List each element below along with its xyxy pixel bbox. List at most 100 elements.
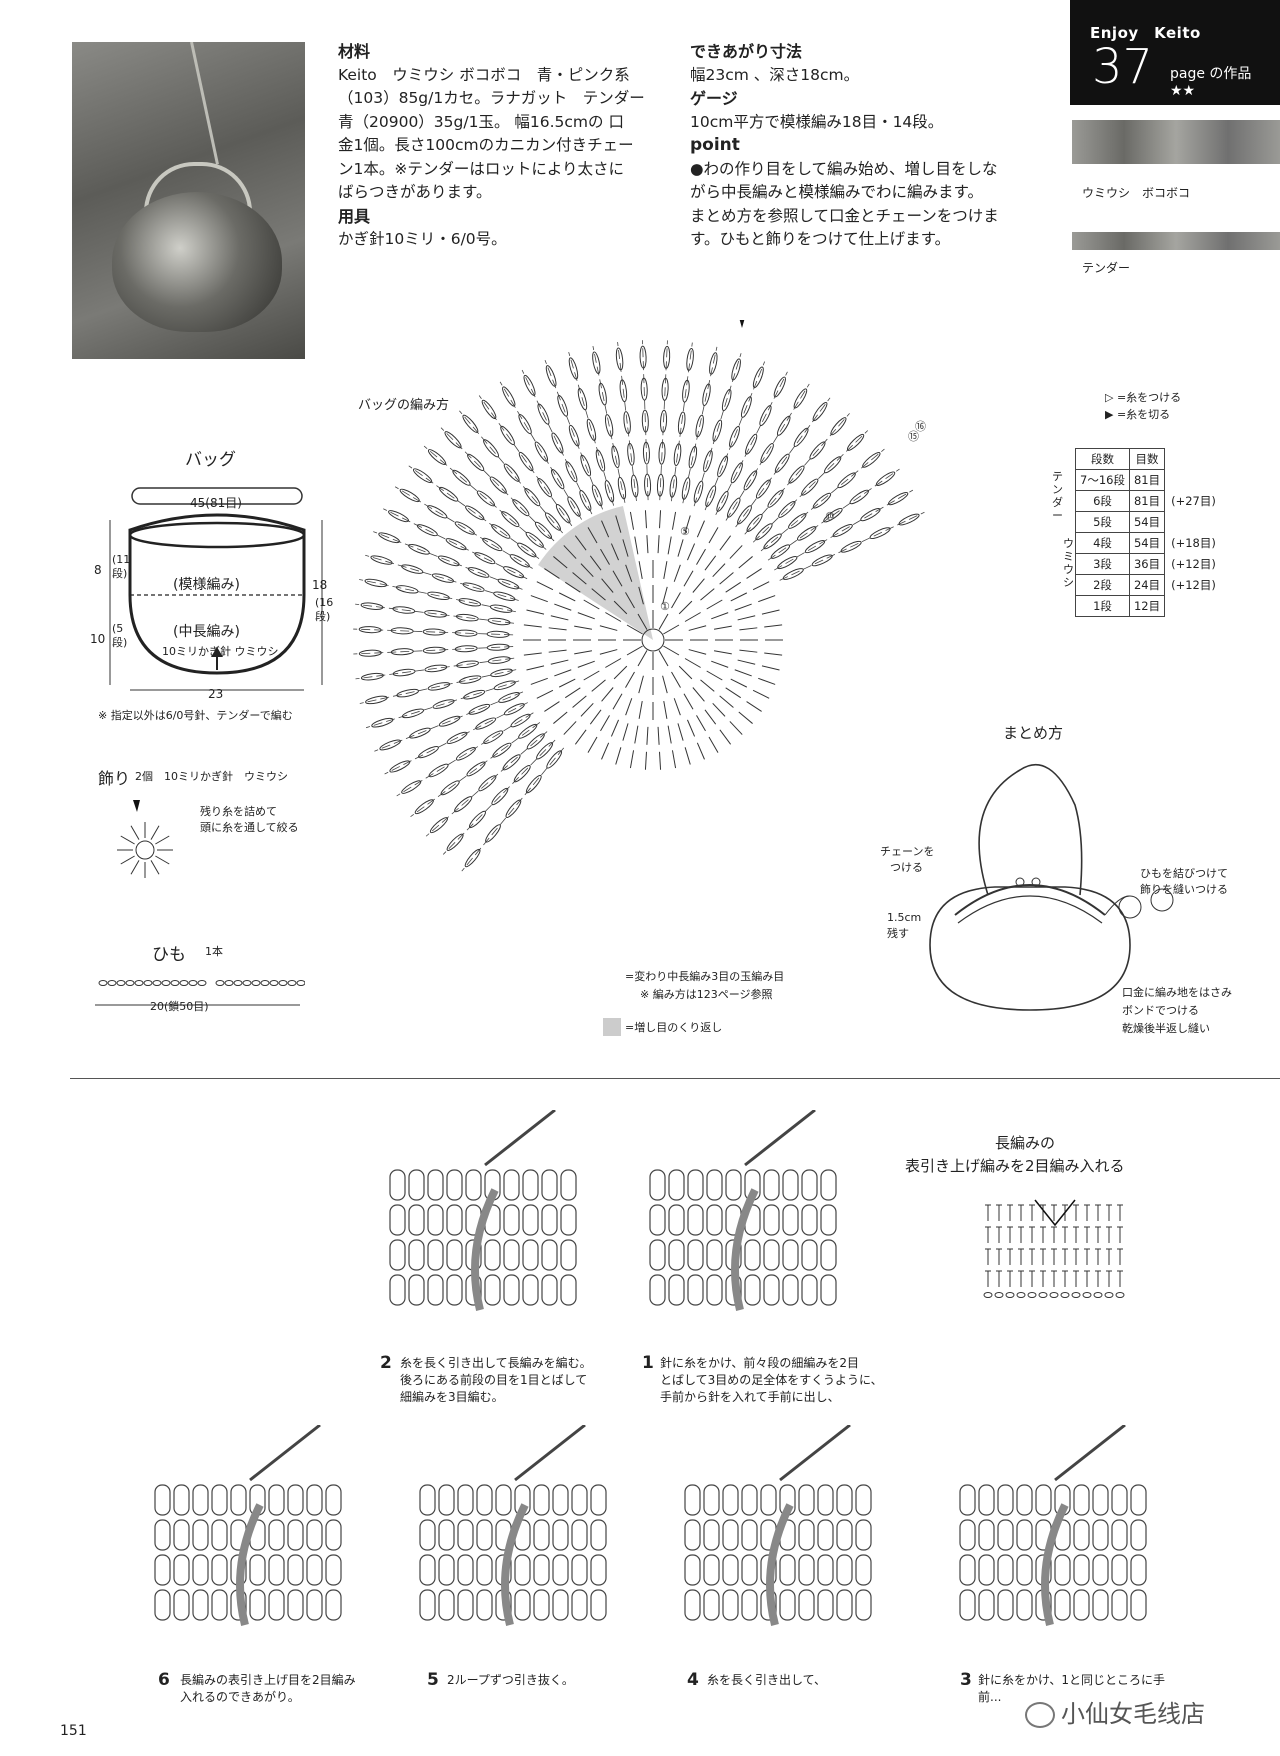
round-label: ⑩ bbox=[825, 510, 835, 523]
hdc-stitch bbox=[677, 723, 684, 741]
fabric-stitch bbox=[741, 1554, 758, 1586]
hdc-stitch bbox=[625, 564, 633, 582]
fabric-stitch bbox=[438, 1554, 455, 1586]
fabric-stitch bbox=[706, 1239, 723, 1271]
hdc-stitch bbox=[523, 624, 542, 628]
fabric-stitch bbox=[287, 1589, 304, 1621]
chain-stitch bbox=[242, 980, 252, 986]
puff-stitch bbox=[427, 505, 448, 519]
hdc-stitch bbox=[526, 609, 545, 615]
fabric-stitch bbox=[801, 1274, 818, 1306]
fabric-stitch bbox=[427, 1274, 444, 1306]
puff-stitch bbox=[490, 668, 513, 678]
fabric-stitch bbox=[408, 1239, 425, 1271]
puff-stitch bbox=[399, 488, 420, 503]
pattern-column bbox=[383, 508, 528, 580]
fabric-stitch bbox=[820, 1169, 837, 1201]
finishing-diagram bbox=[929, 763, 1174, 1011]
bag-pattern-label: (模様編み) bbox=[173, 577, 240, 593]
puff-stitch bbox=[595, 449, 606, 472]
bag-bottom-width: 23 bbox=[208, 687, 224, 701]
legend-attach: ▷ =糸をつける bbox=[1105, 391, 1182, 404]
hdc-stitch bbox=[577, 660, 595, 668]
chain-stitch bbox=[296, 980, 305, 986]
fabric-stitch bbox=[1130, 1554, 1147, 1586]
fabric-stitch bbox=[325, 1519, 342, 1551]
hdc-stitch bbox=[686, 543, 696, 561]
dim-11-rows: (11段) bbox=[112, 553, 131, 580]
puff-stitch bbox=[717, 455, 729, 478]
fabric-stitch bbox=[446, 1239, 463, 1271]
puff-stitch bbox=[788, 513, 807, 529]
puff-stitch bbox=[788, 465, 805, 484]
fabric-stitch bbox=[722, 1519, 739, 1551]
watermark: 小仙女毛线店 bbox=[1025, 1694, 1205, 1729]
hdc-stitch bbox=[574, 729, 587, 745]
point-line: まとめ方を参照して口金とチェーンをつけま bbox=[690, 206, 999, 225]
pattern-column bbox=[365, 554, 519, 601]
fabric-stitch bbox=[522, 1239, 539, 1271]
puff-stitch bbox=[702, 383, 711, 407]
puff-stitch bbox=[740, 396, 752, 418]
pattern-column bbox=[440, 427, 555, 542]
hdc-stitch bbox=[734, 603, 752, 611]
puff-stitch bbox=[438, 715, 461, 727]
puff-stitch bbox=[778, 500, 796, 518]
hdc-stitch bbox=[663, 624, 680, 635]
fabric-stitch bbox=[408, 1169, 425, 1201]
puff-stitch bbox=[760, 443, 774, 464]
fabric-stitch bbox=[1054, 1554, 1071, 1586]
fabric-stitch bbox=[571, 1589, 588, 1621]
photo-bag bbox=[112, 192, 282, 332]
fabric-stitch bbox=[465, 1169, 482, 1201]
fabric-stitch bbox=[389, 1204, 406, 1236]
materials-line: ン1本。※テンダーはロットにより太さに bbox=[338, 159, 625, 178]
fabric-stitch bbox=[541, 1169, 558, 1201]
hdc-stitch bbox=[704, 555, 717, 571]
puff-stitch bbox=[592, 351, 601, 375]
cord-count: 1本 bbox=[205, 945, 223, 958]
fabric-stitch bbox=[703, 1519, 720, 1551]
step-1-caption: 針に糸をかけ、前々段の細編みを2目 とばして3目めの足全体をすくうように、 手前… bbox=[660, 1355, 883, 1406]
hdc-stitch bbox=[638, 675, 644, 694]
puff-stitch bbox=[518, 723, 538, 739]
puff-stitch bbox=[642, 441, 650, 465]
deco-stitch bbox=[150, 825, 160, 840]
fabric-stitch bbox=[389, 1274, 406, 1306]
hdc-stitch bbox=[526, 665, 545, 671]
cord-length: 20(鎖50目) bbox=[150, 1000, 209, 1013]
hdc-stitch bbox=[646, 726, 649, 745]
fabric-stitch bbox=[1092, 1484, 1109, 1516]
tools-title: 用具 bbox=[338, 206, 371, 226]
fabric-stitch bbox=[1016, 1519, 1033, 1551]
puff-stitch bbox=[604, 480, 615, 503]
hdc-stitch bbox=[659, 510, 662, 529]
finish-chain-2: つける bbox=[890, 861, 923, 874]
fabric-stitch bbox=[997, 1519, 1014, 1551]
fabric-stitch bbox=[571, 1554, 588, 1586]
size-title: できあがり寸法 bbox=[690, 42, 803, 61]
fabric-stitch bbox=[820, 1239, 837, 1271]
fabric-stitch bbox=[446, 1274, 463, 1306]
puff-stitch bbox=[512, 499, 530, 517]
hdc-stitch bbox=[637, 613, 648, 630]
fabric-stitch bbox=[1111, 1589, 1128, 1621]
point-line: ●わの作り目をして編み始め、増し目をしな bbox=[690, 159, 998, 178]
puff-stitch bbox=[365, 695, 388, 705]
hdc-stitch bbox=[719, 729, 732, 745]
puff-stitch bbox=[630, 474, 639, 498]
fabric-stitch bbox=[457, 1484, 474, 1516]
fabric-stitch bbox=[533, 1554, 550, 1586]
fabric-stitch bbox=[522, 1169, 539, 1201]
hdc-stitch bbox=[601, 742, 610, 760]
fabric-stitch bbox=[763, 1169, 780, 1201]
fabric-stitch bbox=[427, 1204, 444, 1236]
puff-stitch bbox=[669, 474, 678, 498]
puff-stitch bbox=[358, 626, 382, 634]
hdc-stitch bbox=[530, 595, 548, 603]
hdc-stitch bbox=[583, 599, 600, 610]
fabric-stitch bbox=[541, 1274, 558, 1306]
puff-stitch bbox=[755, 479, 771, 499]
